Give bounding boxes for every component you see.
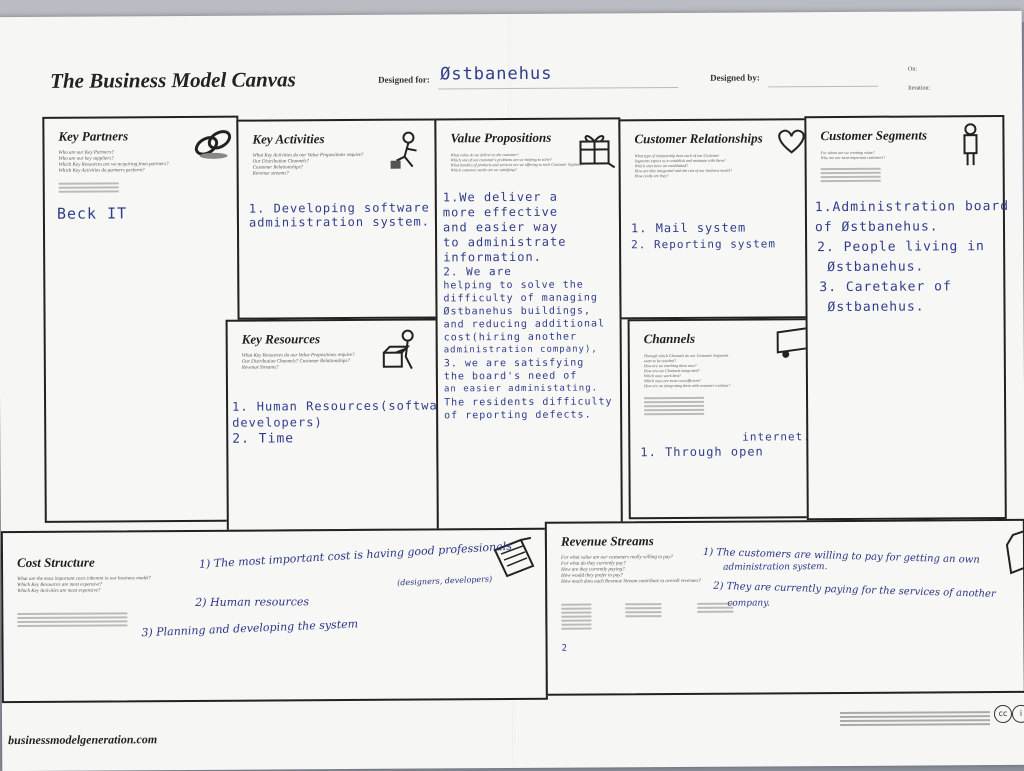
designed-by-label: Designed by:	[710, 72, 760, 83]
customer-relationships-note-2: 2. Reporting system	[631, 237, 776, 252]
value-proposition-note: 1.We deliver a	[442, 189, 559, 205]
key-resources-note-2: developers)	[232, 415, 323, 430]
value-proposition-note: an easier administating.	[443, 383, 599, 395]
key-partners-title: Key Partners	[58, 128, 129, 144]
value-proposition-note: more effective	[442, 204, 559, 220]
key-activities-block: Key Activities What Key Activities do ou…	[236, 118, 438, 320]
cost-structure-note-1: 1) The most important cost is having goo…	[198, 539, 513, 571]
designed-by-line	[768, 85, 879, 88]
cost-structure-prompt: What are the most important costs inhere…	[17, 576, 151, 595]
cost-structure-block: Cost Structure What are the most importa…	[0, 527, 548, 704]
value-proposition-note: Østbanehus buildings,	[443, 305, 591, 318]
customer-segments-note-2: of Østbanehus.	[814, 219, 939, 236]
price-tag-icon	[493, 536, 535, 578]
value-proposition-note: 2. We are	[443, 264, 512, 279]
revenue-streams-prompt: For what value are our customers really …	[561, 555, 701, 585]
customer-segments-guide-lines	[820, 166, 881, 184]
revenue-streams-title: Revenue Streams	[560, 533, 654, 549]
gift-package-icon	[579, 135, 616, 169]
value-proposition-note: to administrate	[443, 234, 567, 250]
money-bag-icon	[1005, 529, 1024, 575]
cost-structure-title: Cost Structure	[16, 554, 95, 571]
cost-structure-note-1b: (designers, developers)	[397, 574, 493, 588]
on-label: On:	[908, 66, 918, 73]
chain-link-icon	[194, 130, 232, 159]
revenue-streams-note-2b: company.	[727, 598, 771, 609]
customer-segments-block: Customer Segments For whom are we creati…	[804, 114, 1010, 521]
key-partners-note: Beck IT	[56, 204, 128, 223]
revenue-streams-note-2: 2) They are currently paying for the ser…	[713, 580, 996, 600]
attribution-icon: i	[1011, 704, 1024, 723]
cost-structure-note-2: 2) Human resources	[195, 595, 310, 609]
cost-structure-note-3: 3) Planning and developing the system	[141, 617, 359, 640]
customer-segments-note-6: Østbanehus.	[827, 299, 925, 316]
revenue-streams-note-1b: administration system.	[723, 562, 828, 573]
customer-segments-note-1: 1.Administration board	[814, 198, 1010, 216]
key-resources-note-3: 2. Time	[232, 431, 295, 447]
designed-for-value: Østbanehus	[440, 63, 553, 85]
heart-icon	[778, 129, 805, 154]
canvas-grid: Key Partners Who are our Key Partners? W…	[0, 111, 1024, 707]
customer-relationships-prompt: What type of relationship does each of o…	[634, 152, 733, 179]
value-proposition-note: cost(hiring another	[443, 331, 578, 344]
channels-note-1: 1. Through open	[640, 444, 764, 460]
customer-segments-prompt: For whom are we creating value? Who are …	[820, 149, 886, 161]
key-activities-note-2: administration system.	[248, 214, 430, 230]
value-proposition-note: administration company),	[443, 344, 598, 356]
value-proposition-note: helping to solve the	[443, 279, 584, 292]
iteration-label: Iteration:	[908, 85, 931, 92]
key-activities-prompt: What Key Activities do our Value Proposi…	[252, 152, 364, 177]
designed-for-line	[438, 86, 679, 90]
value-proposition-note: difficulty of managing	[443, 292, 598, 305]
customer-segments-note-5: 3. Caretaker of	[819, 279, 952, 296]
value-propositions-block: Value Propositions What value do we deli…	[434, 117, 623, 531]
value-proposition-note: 3. we are satisfying	[443, 357, 585, 370]
value-proposition-note: The residents difficulty	[444, 396, 613, 409]
revenue-streams-guide-lines-1	[561, 602, 592, 632]
value-proposition-note: information.	[443, 249, 542, 265]
customer-segments-title: Customer Segments	[820, 127, 928, 144]
customer-relationships-block: Customer Relationships What type of rela…	[618, 118, 824, 320]
designed-for-label: Designed for:	[378, 74, 430, 85]
cost-structure-guide-lines	[17, 610, 128, 629]
value-proposition-note: and easier way	[442, 219, 559, 235]
value-propositions-title: Value Propositions	[450, 129, 552, 146]
key-resources-prompt: What Key Resources do our Value Proposit…	[241, 352, 355, 371]
revenue-streams-mark: 2	[561, 643, 569, 654]
footer-url: businessmodelgeneration.com	[8, 732, 158, 748]
key-partners-block: Key Partners Who are our Key Partners? W…	[42, 115, 241, 523]
worker-with-box-icon	[382, 329, 414, 370]
value-proposition-note: the board's need of	[443, 370, 578, 383]
value-proposition-note: of reporting defects.	[444, 409, 592, 422]
key-activities-note-1: 1. Developing software	[248, 200, 430, 216]
value-proposition-note: and reducing additional	[443, 318, 606, 331]
channels-title: Channels	[643, 330, 696, 347]
worker-icon	[390, 131, 417, 169]
key-resources-title: Key Resources	[241, 331, 321, 347]
revenue-streams-block: Revenue Streams For what value are our c…	[544, 518, 1024, 696]
revenue-streams-guide-lines-2	[625, 601, 662, 619]
key-resources-block: Key Resources What Key Resources do our …	[225, 318, 454, 532]
license-text-lines	[839, 709, 991, 728]
channels-guide-lines	[644, 395, 705, 417]
canvas-sheet: The Business Model Canvas Designed for: …	[0, 10, 1024, 771]
channels-note-insert: internet.	[742, 430, 811, 444]
page-title: The Business Model Canvas	[50, 67, 296, 93]
key-resources-note-1: 1. Human Resources(software	[232, 398, 455, 414]
customer-relationships-note-1: 1. Mail system	[630, 220, 747, 236]
customer-segments-note-4: Østbanehus.	[827, 259, 925, 276]
channels-prompt: Through which Channels do our Customer S…	[643, 352, 731, 389]
key-partners-prompt: Who are our Key Partners? Who are our ke…	[58, 150, 169, 174]
key-partners-guide-lines	[58, 180, 119, 194]
creative-commons-icon: cc	[993, 704, 1013, 724]
key-activities-title: Key Activities	[252, 131, 325, 147]
value-propositions-prompt: What value do we deliver to the customer…	[450, 151, 584, 173]
customer-segments-note-3: 2. People living in	[817, 239, 985, 256]
customer-relationships-title: Customer Relationships	[634, 130, 763, 147]
person-icon	[963, 123, 978, 166]
value-propositions-notes: 1.We deliver a more effective and easier…	[443, 189, 613, 422]
